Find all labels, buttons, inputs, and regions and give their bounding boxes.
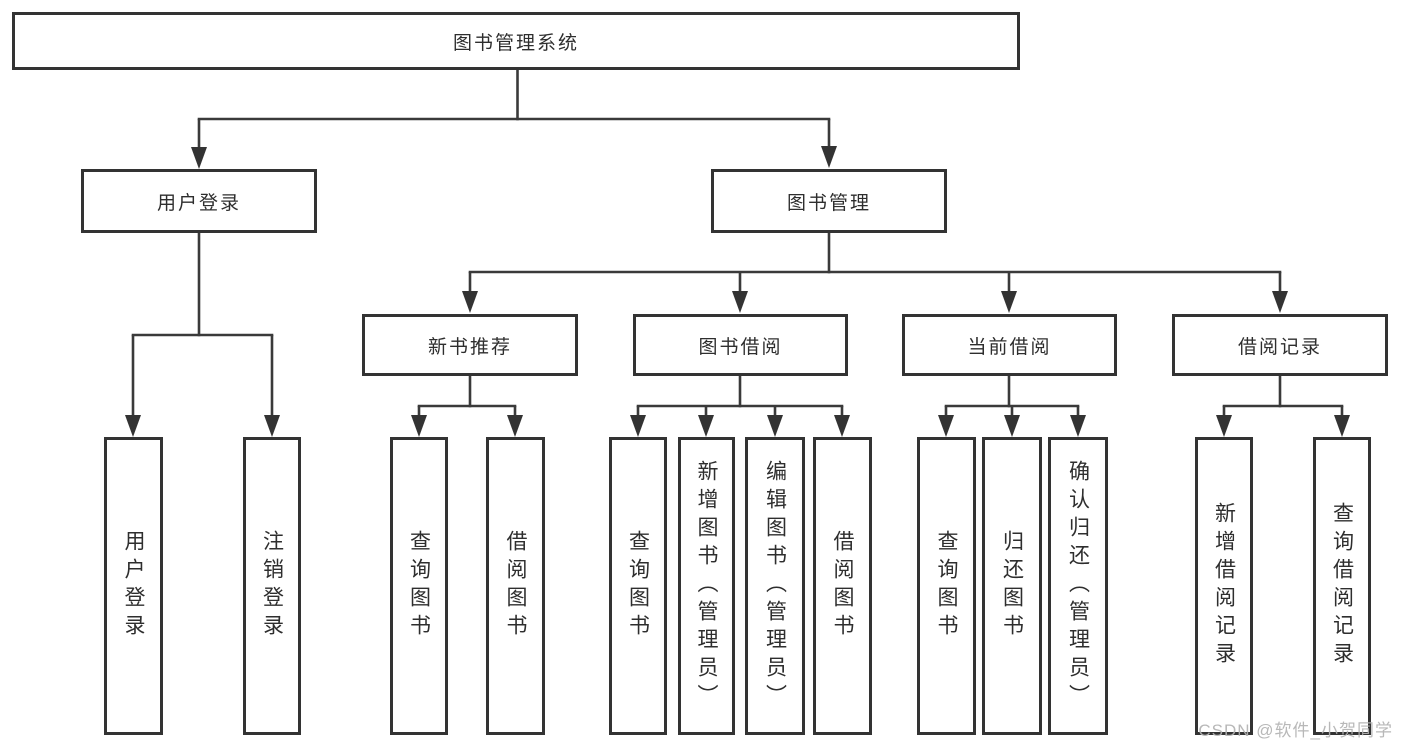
connector-group-user-login — [125, 233, 280, 437]
node-root-system: 图书管理系统 — [12, 12, 1020, 70]
leaf-logout: 注销登录 — [243, 437, 301, 735]
leaf-borrow-books-recommend: 借阅图书 — [486, 437, 545, 735]
connector-group-root-to-level2 — [191, 70, 837, 169]
leaf-edit-books-admin: 编辑图书（管理员） — [745, 437, 805, 735]
leaf-query-borrow-record: 查询借阅记录 — [1313, 437, 1371, 735]
leaf-query-books-recommend: 查询图书 — [390, 437, 448, 735]
node-book-management: 图书管理 — [711, 169, 947, 233]
leaf-confirm-return-admin: 确认归还（管理员） — [1048, 437, 1108, 735]
node-new-book-recommend: 新书推荐 — [362, 314, 578, 376]
leaf-return-books: 归还图书 — [982, 437, 1042, 735]
csdn-watermark: CSDN @软件_小贺同学 — [1198, 721, 1393, 740]
leaf-query-books-borrow: 查询图书 — [609, 437, 667, 735]
node-borrow-records: 借阅记录 — [1172, 314, 1388, 376]
node-current-borrow: 当前借阅 — [902, 314, 1117, 376]
connector-group-book-borrow — [630, 376, 850, 437]
connector-group-new-book-recommend — [411, 376, 523, 437]
connector-group-current-borrow — [938, 376, 1086, 437]
node-book-borrow: 图书借阅 — [633, 314, 848, 376]
leaf-user-login: 用户登录 — [104, 437, 163, 735]
connector-group-borrow-records — [1216, 376, 1350, 437]
leaf-borrow-books: 借阅图书 — [813, 437, 872, 735]
node-user-login: 用户登录 — [81, 169, 317, 233]
leaf-add-books-admin: 新增图书（管理员） — [678, 437, 735, 735]
leaf-add-borrow-record: 新增借阅记录 — [1195, 437, 1253, 735]
connector-group-book-management — [462, 232, 1288, 313]
leaf-query-books-current: 查询图书 — [917, 437, 976, 735]
